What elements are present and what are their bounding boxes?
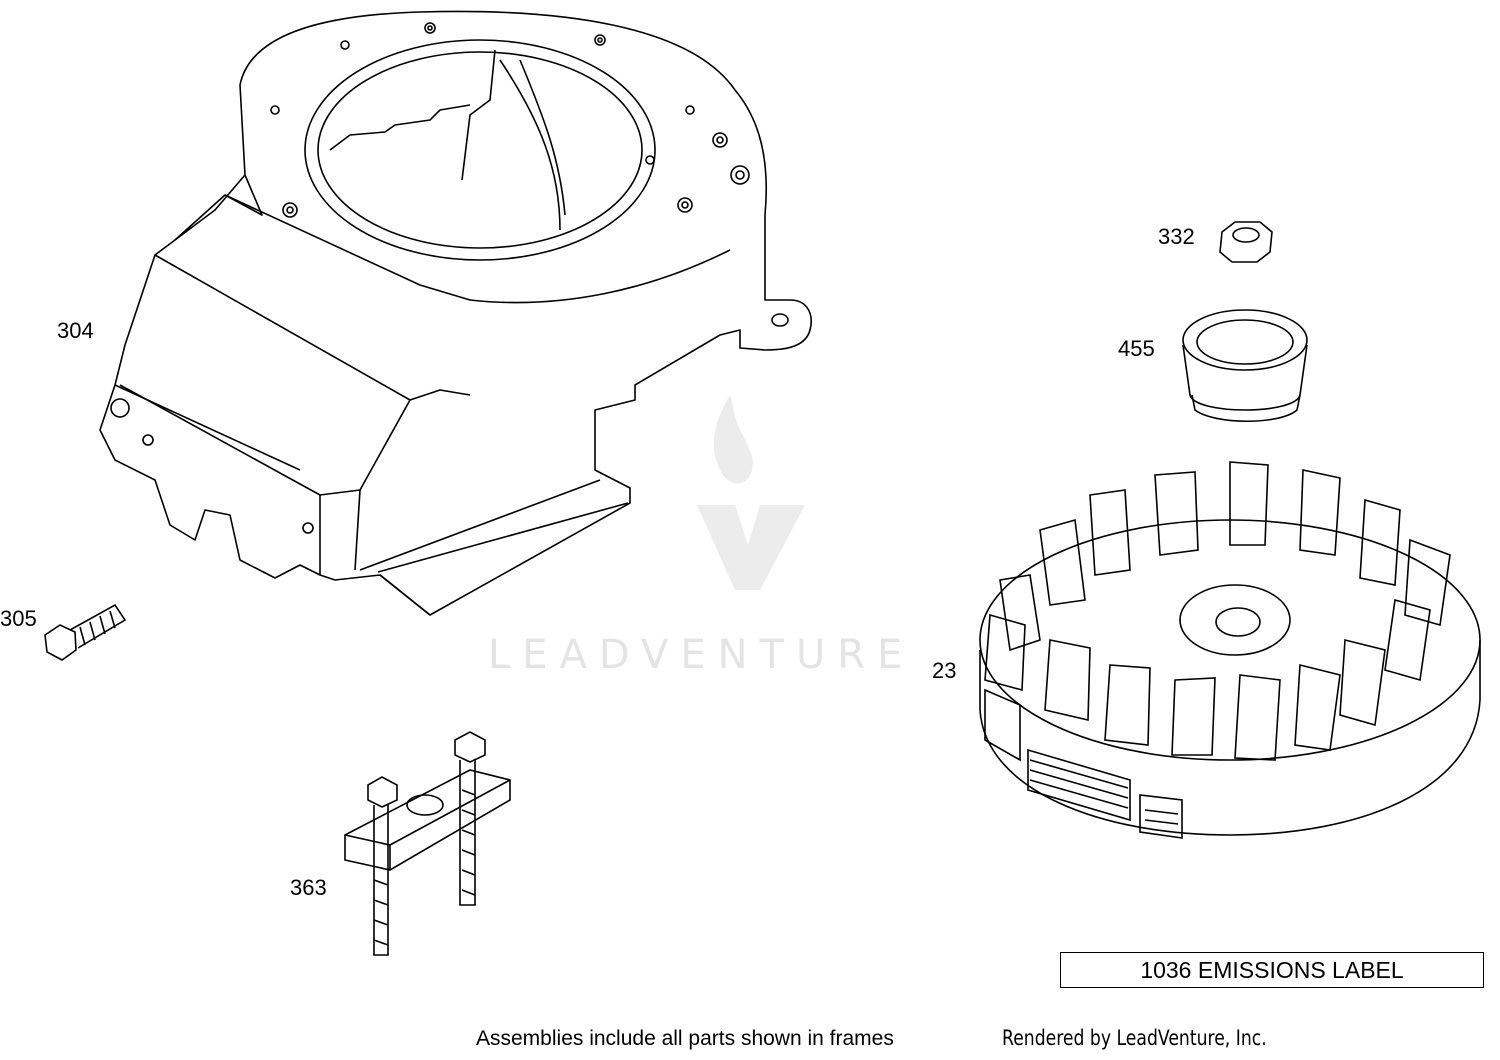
flywheel-23 [979,461,1481,839]
flywheel-puller-363 [344,731,511,956]
emissions-label-box[interactable]: 1036 EMISSIONS LABEL [1060,952,1484,988]
callout-23[interactable]: 23 [932,658,957,683]
leadventure-logo-watermark [697,395,805,590]
watermark-text: LEADVENTURE [488,632,915,678]
callout-305[interactable]: 305 [0,606,37,631]
callout-363[interactable]: 363 [290,875,327,900]
nut-332 [1219,221,1273,263]
callout-304[interactable]: 304 [57,318,94,343]
callout-332[interactable]: 332 [1158,224,1195,249]
footer-rendered-by: Rendered by LeadVenture, Inc. [1002,1026,1267,1050]
clutch-cup-455 [1182,309,1308,422]
emissions-label-text: 1036 EMISSIONS LABEL [1140,956,1404,983]
callout-455[interactable]: 455 [1118,336,1155,361]
blower-housing-304 [99,10,812,616]
bolt-305 [44,603,127,661]
footer-assemblies-note: Assemblies include all parts shown in fr… [476,1027,894,1050]
